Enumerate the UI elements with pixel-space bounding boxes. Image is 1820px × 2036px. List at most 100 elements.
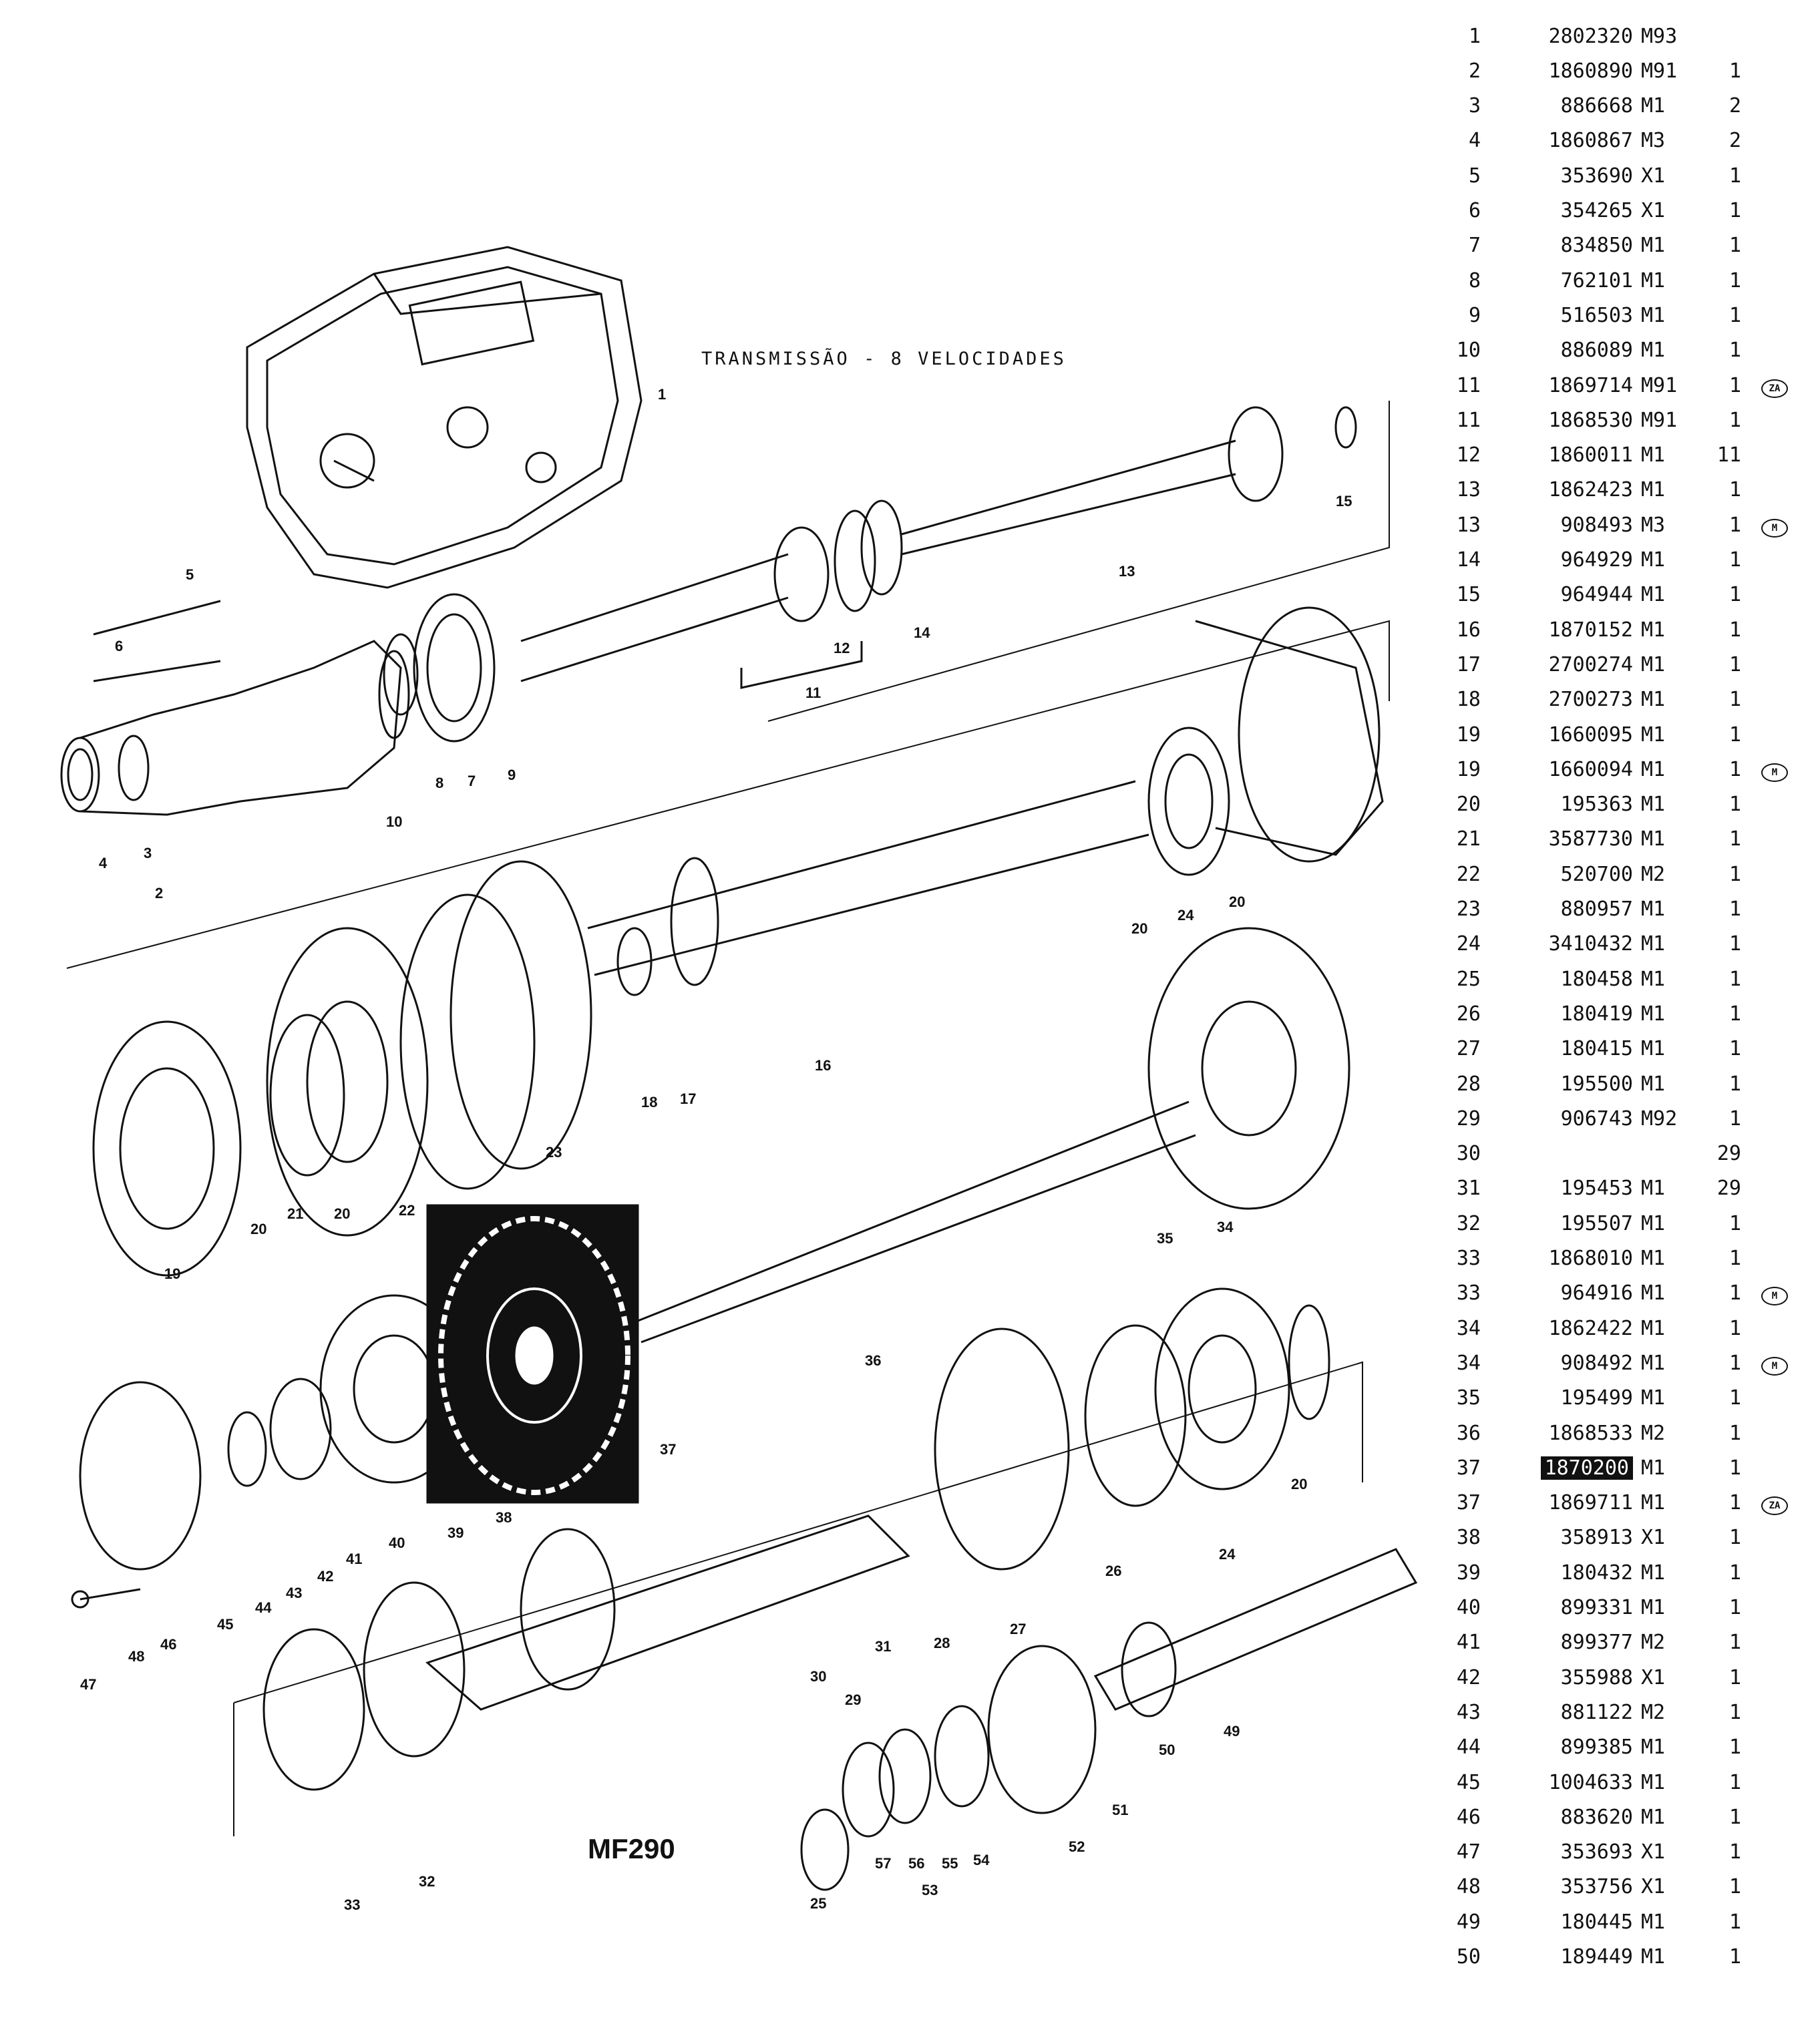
note-badge: M xyxy=(1761,1356,1788,1376)
svg-text:38: 38 xyxy=(496,1509,512,1526)
part-ref-number: 13 xyxy=(1456,478,1481,502)
svg-text:50: 50 xyxy=(1159,1742,1175,1758)
model-label: MF290 xyxy=(588,1833,675,1864)
part-quantity: 1 xyxy=(1728,513,1741,537)
part-ref-number: 46 xyxy=(1456,1805,1481,1829)
part-number: 354265 xyxy=(1560,199,1633,222)
part-number: 1868533 xyxy=(1548,1421,1633,1445)
mainshaft-assembly xyxy=(262,1287,1418,1891)
part-number: 1860890 xyxy=(1548,59,1633,83)
svg-text:20: 20 xyxy=(1131,920,1147,937)
svg-text:48: 48 xyxy=(128,1648,144,1665)
part-quantity: 1 xyxy=(1728,478,1741,502)
part-ref-number: 1 xyxy=(1468,24,1481,48)
part-quantity: 1 xyxy=(1728,1491,1741,1515)
part-code: M91 xyxy=(1641,373,1678,397)
svg-text:36: 36 xyxy=(865,1352,881,1369)
part-quantity: 1 xyxy=(1728,1596,1741,1619)
part-code: M1 xyxy=(1641,1316,1666,1340)
part-ref-number: 34 xyxy=(1456,1351,1481,1375)
svg-text:20: 20 xyxy=(250,1221,266,1237)
svg-text:20: 20 xyxy=(334,1205,350,1222)
part-ref-number: 10 xyxy=(1456,339,1481,363)
part-code: M1 xyxy=(1641,1002,1666,1026)
part-ref-number: 2 xyxy=(1468,59,1481,83)
part-ref-number: 24 xyxy=(1456,932,1481,956)
part-code: M1 xyxy=(1641,1211,1666,1235)
part-ref-number: 6 xyxy=(1468,199,1481,222)
part-code: M1 xyxy=(1641,234,1666,258)
part-ref-number: 37 xyxy=(1456,1456,1481,1480)
svg-text:10: 10 xyxy=(386,813,402,830)
part-code: M1 xyxy=(1641,793,1666,817)
part-quantity: 29 xyxy=(1716,1177,1741,1201)
part-ref-number: 5 xyxy=(1468,164,1481,188)
part-code: M1 xyxy=(1641,1456,1666,1480)
part-number: 899377 xyxy=(1560,1631,1633,1655)
svg-text:21: 21 xyxy=(287,1205,303,1222)
part-ref-number: 4 xyxy=(1468,129,1481,153)
svg-text:57: 57 xyxy=(875,1855,891,1872)
part-number: 1862422 xyxy=(1548,1316,1633,1340)
part-quantity: 1 xyxy=(1728,1456,1741,1480)
svg-text:24: 24 xyxy=(1177,907,1194,924)
part-quantity: 1 xyxy=(1728,1875,1741,1899)
svg-text:42: 42 xyxy=(317,1568,333,1585)
highlighted-part-number: 1870200 xyxy=(1540,1456,1633,1480)
svg-text:39: 39 xyxy=(447,1524,464,1541)
part-ref-number: 9 xyxy=(1468,303,1481,327)
part-ref-number: 35 xyxy=(1456,1386,1481,1410)
part-ref-number: 8 xyxy=(1468,268,1481,292)
part-code: M1 xyxy=(1641,1945,1666,1969)
note-badge: M xyxy=(1761,1287,1788,1306)
part-quantity: 1 xyxy=(1728,757,1741,781)
part-quantity: 1 xyxy=(1728,1910,1741,1934)
svg-text:16: 16 xyxy=(815,1057,831,1074)
part-ref-number: 40 xyxy=(1456,1596,1481,1619)
part-ref-number: 41 xyxy=(1456,1631,1481,1655)
svg-text:52: 52 xyxy=(1069,1838,1085,1855)
svg-text:37: 37 xyxy=(660,1441,676,1458)
part-ref-number: 13 xyxy=(1456,513,1481,537)
part-code: M92 xyxy=(1641,1106,1678,1131)
part-number: 1860867 xyxy=(1548,129,1633,153)
note-badge: M xyxy=(1761,763,1788,782)
note-badge: M xyxy=(1761,518,1788,538)
part-code: M2 xyxy=(1641,1631,1666,1655)
part-number: 899385 xyxy=(1560,1736,1633,1760)
part-note: M xyxy=(1741,1351,1795,1376)
part-quantity: 1 xyxy=(1728,1805,1741,1829)
part-number: 2700274 xyxy=(1548,652,1633,676)
note-badge: ZA xyxy=(1761,379,1788,398)
part-ref-number: 3 xyxy=(1468,94,1481,118)
part-quantity: 1 xyxy=(1728,1386,1741,1410)
part-quantity: 1 xyxy=(1728,618,1741,642)
part-number: 1660095 xyxy=(1548,723,1633,747)
svg-text:56: 56 xyxy=(908,1855,924,1872)
part-number: 180415 xyxy=(1560,1037,1633,1061)
part-quantity: 1 xyxy=(1728,408,1741,432)
part-ref-number: 18 xyxy=(1456,688,1481,712)
